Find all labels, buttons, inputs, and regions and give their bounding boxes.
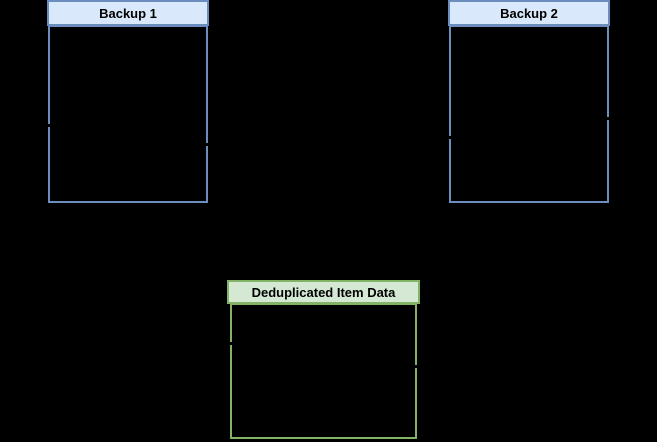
connector-endpoint-backup2-left	[445, 136, 453, 139]
backup-2-title: Backup 2	[500, 5, 558, 21]
deduplicated-item-data-title: Deduplicated Item Data	[251, 284, 396, 300]
connector-endpoint-dedup-left	[226, 342, 234, 345]
deduplicated-item-data-title-bar: Deduplicated Item Data	[227, 280, 420, 304]
backup-2-title-bar: Backup 2	[448, 0, 610, 26]
backup-1-body	[48, 25, 208, 203]
deduplicated-item-data-body	[230, 303, 417, 439]
connector-endpoint-dedup-right	[412, 365, 420, 368]
backup-1-title: Backup 1	[99, 5, 157, 21]
connector-endpoint-backup1-left	[44, 124, 52, 127]
connector-endpoint-backup1-right	[203, 143, 211, 146]
connector-endpoint-backup2-right	[604, 117, 612, 120]
backup-2-body	[449, 25, 609, 203]
backup-1-title-bar: Backup 1	[47, 0, 209, 26]
